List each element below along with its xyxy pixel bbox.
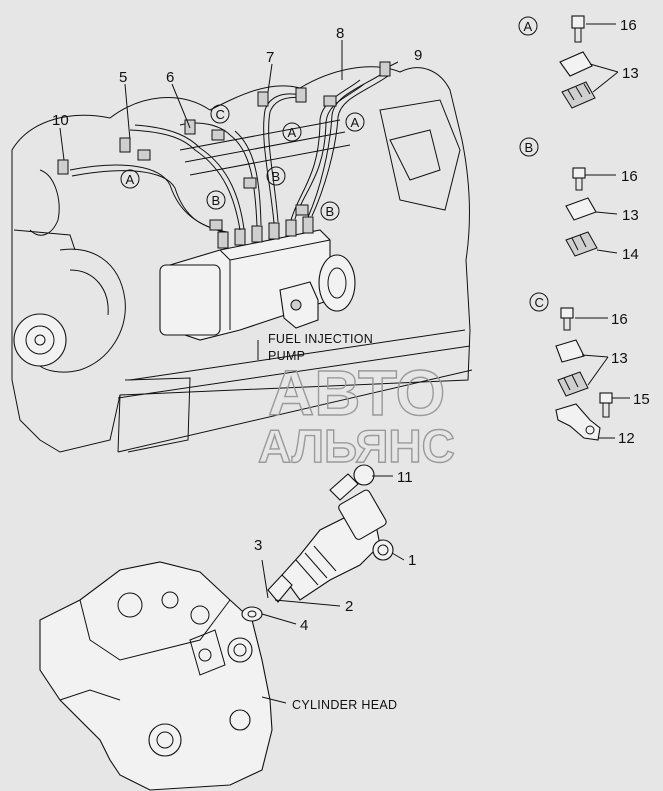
clamp-set-b [565, 167, 598, 257]
fuel-injection-pump [159, 216, 356, 341]
engine-block [11, 66, 473, 453]
callout-13-a: 13 [622, 65, 639, 82]
marker-a-pipe3: A [126, 172, 135, 187]
callout-16-c: 16 [611, 311, 628, 328]
text-labels: FUEL INJECTION PUMP CYLINDER HEAD [268, 332, 397, 712]
marker-b-pipe1: B [212, 193, 221, 208]
marker-c-key: C [535, 295, 544, 310]
marker-a-pipe2: A [351, 115, 360, 130]
clamp-set-a [559, 15, 596, 109]
callout-4: 4 [300, 617, 308, 634]
leader-lines [59, 23, 630, 704]
marker-a-key: A [524, 19, 533, 34]
callout-13-c: 13 [611, 350, 628, 367]
callout-5: 5 [119, 69, 127, 86]
cylinder-head [39, 561, 273, 791]
section-markers: A B C C A A A B B B [120, 16, 549, 312]
callout-3: 3 [254, 537, 262, 554]
callout-13-b: 13 [622, 207, 639, 224]
callout-16-a: 16 [620, 17, 637, 34]
callout-16-b: 16 [621, 168, 638, 185]
callout-2: 2 [345, 598, 353, 615]
fuel-injection-pump-label-2: PUMP [268, 349, 305, 363]
callout-7: 7 [266, 49, 274, 66]
callout-1: 1 [408, 552, 416, 569]
marker-c-pipe: C [216, 107, 225, 122]
callout-8: 8 [336, 25, 344, 42]
callout-11: 11 [397, 469, 413, 486]
callout-10: 10 [52, 112, 69, 129]
marker-a-pipe1: A [288, 125, 297, 140]
turbo-housing [13, 313, 67, 367]
marker-b-key: B [525, 140, 534, 155]
watermark-line1: АВТО [268, 357, 445, 429]
marker-b-pipe3: B [326, 204, 335, 219]
watermark-line2: АЛЬЯНС [258, 420, 455, 472]
watermark: АВТО АЛЬЯНС [257, 356, 455, 472]
callout-12: 12 [618, 430, 635, 447]
clamp-set-c [555, 307, 613, 441]
callout-6: 6 [166, 69, 174, 86]
callout-15: 15 [633, 391, 650, 408]
fuel-injection-pump-label: FUEL INJECTION [268, 332, 373, 346]
injector-assembly [241, 464, 394, 622]
callout-9: 9 [414, 47, 422, 64]
marker-b-pipe2: B [272, 169, 281, 184]
callout-14: 14 [622, 246, 639, 263]
cylinder-head-label: CYLINDER HEAD [292, 698, 397, 712]
callout-numbers: 16 13 16 13 14 16 13 15 12 11 1 3 2 4 5 … [52, 17, 650, 634]
